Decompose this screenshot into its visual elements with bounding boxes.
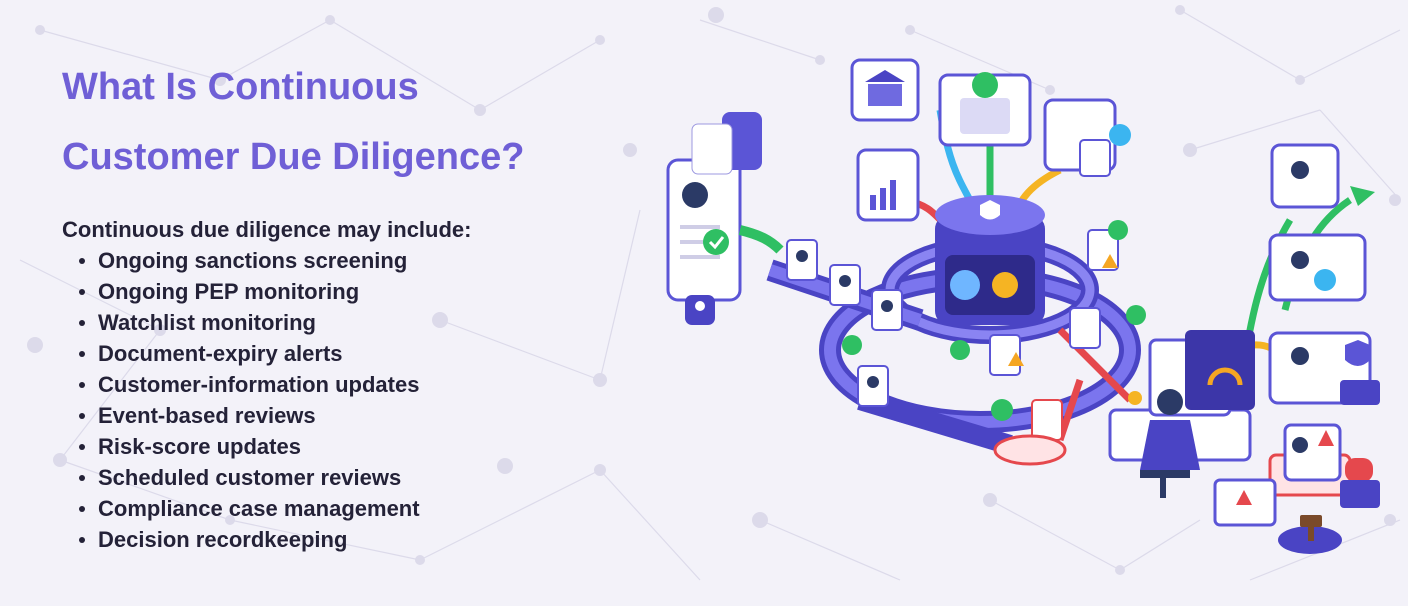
list-item: Customer-information updates xyxy=(79,369,420,400)
intro-text: Continuous due diligence may include: xyxy=(62,217,472,242)
shield-icon xyxy=(1345,340,1370,366)
list-item: Decision recordkeeping xyxy=(79,524,420,555)
list-item: Scheduled customer reviews xyxy=(79,462,420,493)
list-item: Document-expiry alerts xyxy=(79,338,420,369)
list-item: Watchlist monitoring xyxy=(79,307,420,338)
list-item: Risk-score updates xyxy=(79,431,420,462)
title-line-1: What Is Continuous xyxy=(62,66,419,108)
list-item: Ongoing sanctions screening xyxy=(79,245,420,276)
title-line-2: Customer Due Diligence? xyxy=(62,136,525,178)
diligence-list: Ongoing sanctions screening Ongoing PEP … xyxy=(62,245,420,555)
list-item: Compliance case management xyxy=(79,493,420,524)
page-title: What Is Continuous Customer Due Diligenc… xyxy=(62,52,662,192)
alarm-light-icon xyxy=(1345,458,1373,482)
list-item: Event-based reviews xyxy=(79,400,420,431)
list-item: Ongoing PEP monitoring xyxy=(79,276,420,307)
isometric-due-diligence-illustration xyxy=(666,58,1380,554)
gavel-icon xyxy=(1300,515,1322,527)
warning-icon xyxy=(1008,254,1118,366)
